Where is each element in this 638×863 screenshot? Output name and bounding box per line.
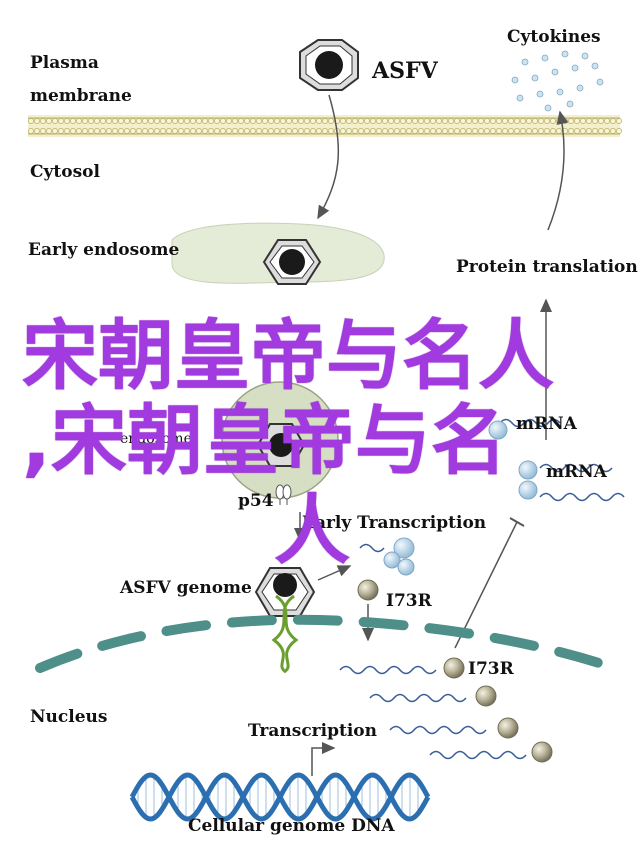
cytokine-dot [566,100,574,108]
protein-translation-label: Protein translation [456,257,638,277]
cellular-dna-label: Cellular genome DNA [188,816,395,836]
cytokine-dot [596,78,604,86]
cytokine-dot [536,90,544,98]
mrna-strands-top [488,418,625,502]
endosome-partial-label: endosome [120,431,192,447]
asfv-genome-label: ASFV genome [119,578,252,598]
transcription-arrow [311,742,336,776]
plasma-membrane [28,115,622,137]
late-endosome [221,381,339,499]
cellular-dna-helix [129,772,431,822]
cytokine-dot [521,58,529,66]
nuclear-envelope [35,614,625,675]
p54-icon [275,484,292,505]
plasma-label-1: Plasma [30,53,99,73]
transcription-label: Transcription [248,721,377,741]
cytokine-dot [591,62,599,70]
i73r-label-1: I73R [386,591,433,611]
cytokine-dot [551,68,559,76]
inhibition-line [454,521,518,649]
cytokine-dot [576,84,584,92]
mrna-label-1: mRNA [516,414,578,434]
cytokine-dot [544,104,552,112]
cytokine-dot [511,76,519,84]
watermark-line-2: ,宋朝皇帝与名 [22,396,507,485]
p54-label: p54 [238,491,274,511]
nuclear-mrna-strands [339,657,553,763]
watermark-line-1: 宋朝皇帝与名人 [22,311,554,400]
cytosol-label: Cytosol [30,162,101,182]
early-transcription-label: Early Transcription [302,513,486,533]
cytokine-particles [511,50,604,112]
asfv-genome-icon [254,567,316,674]
plasma-label-2: membrane [30,86,132,106]
cytokine-dot [581,52,589,60]
early-endosome-label: Early endosome [28,240,179,260]
endosome-virion-icon [262,239,322,285]
cytokine-dot [516,94,524,102]
cytokine-dot [561,50,569,58]
watermark-line-3: 人 [274,486,350,575]
secretion-arrow [547,110,569,231]
inhibition-bar [509,517,525,527]
cytokine-dot [541,54,549,62]
asfv-virion-icon [299,39,359,91]
i73r-protein-icon [357,579,379,601]
cytokine-dot [556,88,564,96]
asfv-label: ASFV [371,58,439,84]
i73r-label-2: I73R [468,659,515,679]
nucleus-label: Nucleus [30,707,107,727]
cytokine-dot [531,74,539,82]
cytokine-dot [571,64,579,72]
cytokines-label: Cytokines [507,27,601,47]
genome-arrow [317,565,352,581]
early-mrna-icon [359,537,415,576]
mrna-label-2: mRNA [546,462,608,482]
entry-arrow [317,94,340,220]
